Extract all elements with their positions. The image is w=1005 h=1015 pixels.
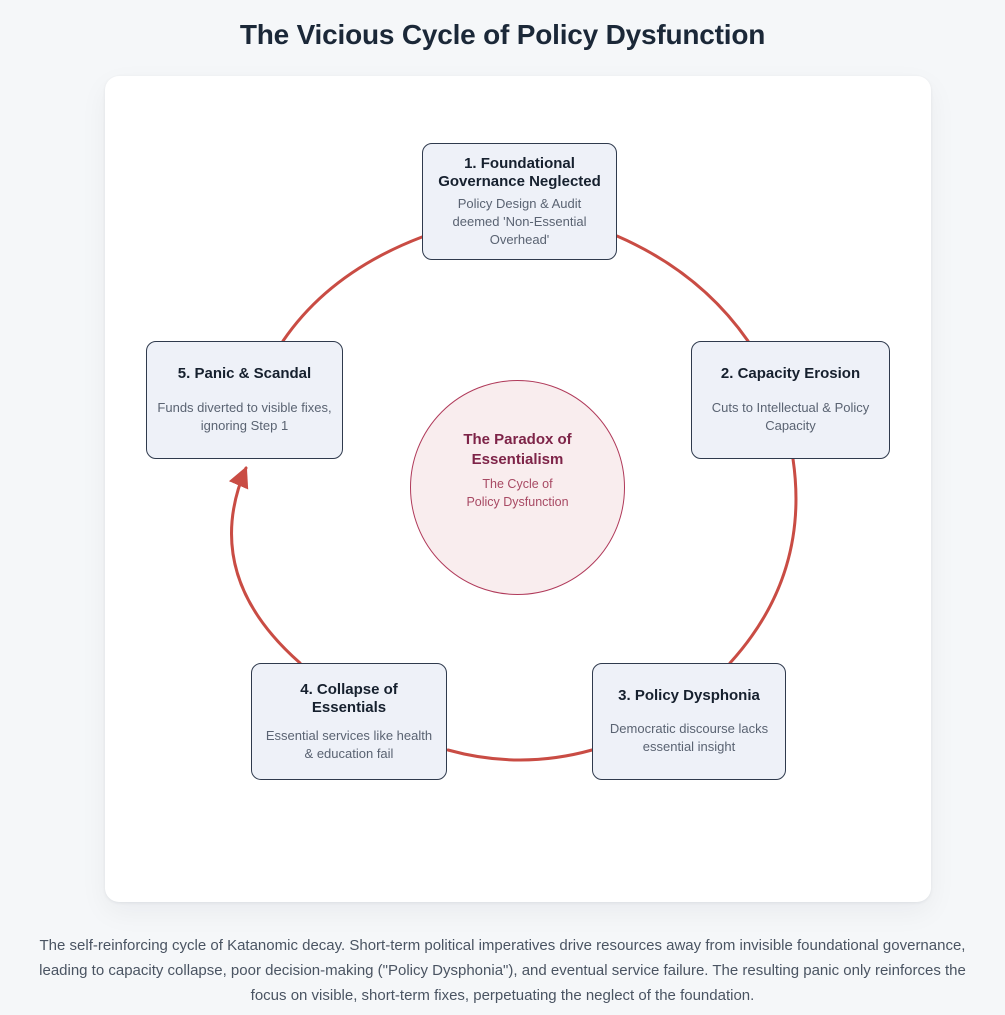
step-title: 4. Collapse of Essentials xyxy=(300,680,398,717)
step-desc: Democratic discourse lacks essential ins… xyxy=(609,721,769,755)
step-title: 3. Policy Dysphonia xyxy=(618,686,760,704)
step-desc: Essential services like health & educati… xyxy=(265,727,433,761)
step-box-4: 4. Collapse of Essentials Essential serv… xyxy=(251,663,447,780)
center-paradox-circle: The Paradox of Essentialism The Cycle of… xyxy=(410,380,625,595)
step-desc: Cuts to Intellectual & Policy Capacity xyxy=(711,400,870,433)
step-box-3: 3. Policy Dysphonia Democratic discourse… xyxy=(592,663,786,780)
step-title: 5. Panic & Scandal xyxy=(177,365,312,383)
step-box-1: 1. Foundational Governance Neglected Pol… xyxy=(422,143,617,260)
step-box-5: 5. Panic & Scandal Funds diverted to vis… xyxy=(146,341,343,459)
step-title: 1. Foundational Governance Neglected xyxy=(438,154,601,191)
center-subtitle-line2: Policy Dysfunction xyxy=(466,494,569,509)
center-title: The Paradox of Essentialism xyxy=(463,431,572,468)
step-desc: Funds diverted to visible fixes, ignorin… xyxy=(157,400,332,433)
figure-caption: The self-reinforcing cycle of Katanomic … xyxy=(39,937,966,1004)
page-title: The Vicious Cycle of Policy Dysfunction xyxy=(239,19,766,50)
step-title: 2. Capacity Erosion xyxy=(720,365,861,383)
step-desc: Policy Design & Audit deemed 'Non-Essent… xyxy=(452,195,587,247)
step-box-2: 2. Capacity Erosion Cuts to Intellectual… xyxy=(691,341,890,459)
center-subtitle-line1: The Cycle of xyxy=(482,477,553,491)
